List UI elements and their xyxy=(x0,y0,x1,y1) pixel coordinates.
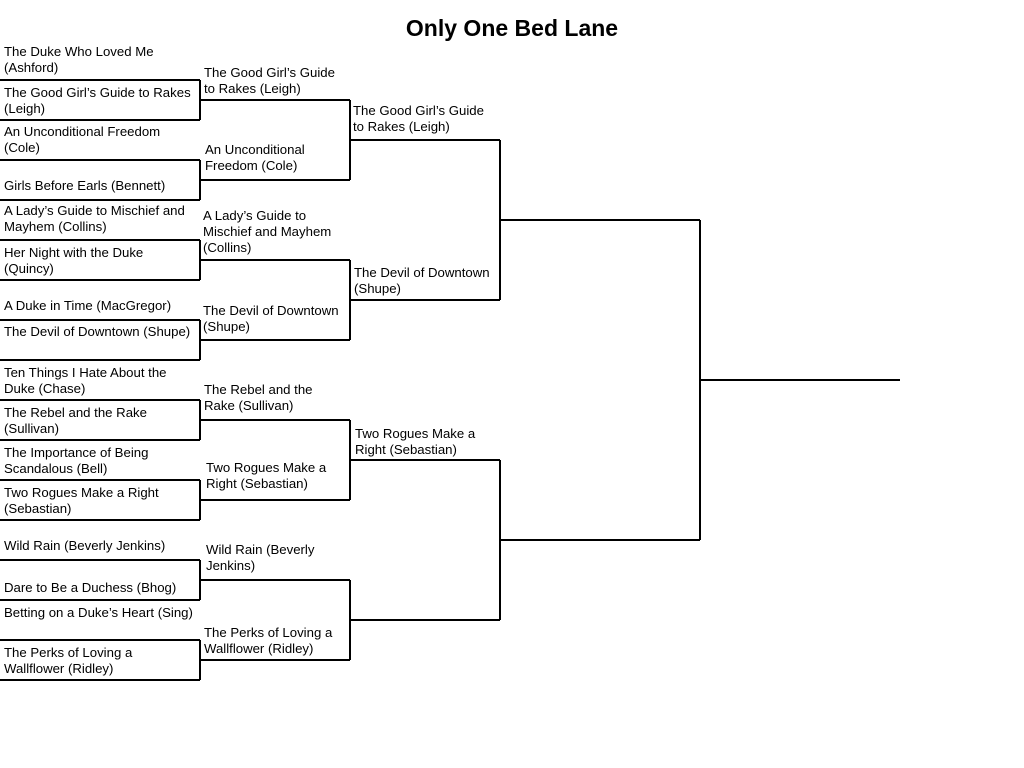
r3-match-2-lines xyxy=(350,459,501,621)
r1-entry-8: The Devil of Downtown (Shupe) xyxy=(4,324,191,339)
r1-entry-4: Girls Before Earls (Bennett) xyxy=(4,178,166,193)
r1-entry-9: Ten Things I Hate About the Duke (Chase) xyxy=(4,365,167,396)
r2-entry-4: The Devil of Downtown (Shupe) xyxy=(203,303,339,334)
r1-entry-2: The Good Girl’s Guide to Rakes (Leigh) xyxy=(4,85,191,116)
r1-entry-3: An Unconditional Freedom (Cole) xyxy=(4,124,161,155)
r4-match-lines xyxy=(500,219,701,541)
r2-entry-1: The Good Girl’s Guide to Rakes (Leigh) xyxy=(204,65,335,96)
r1-entry-15: Betting on a Duke’s Heart (Sing) xyxy=(4,605,193,620)
r1-entry-10: The Rebel and the Rake (Sullivan) xyxy=(4,405,147,436)
r1-entry-5: A Lady’s Guide to Mischief and Mayhem (C… xyxy=(4,203,185,234)
r1-entry-14: Dare to Be a Duchess (Bhog) xyxy=(4,580,177,595)
r1-entry-11: The Importance of Being Scandalous (Bell… xyxy=(4,445,149,476)
r2-entry-6: Two Rogues Make a Right (Sebastian) xyxy=(206,460,327,491)
r1-entry-12: Two Rogues Make a Right (Sebastian) xyxy=(4,485,159,516)
r3-entry-1: The Good Girl’s Guide to Rakes (Leigh) xyxy=(353,103,484,134)
r1-entry-16: The Perks of Loving a Wallflower (Ridley… xyxy=(4,645,133,676)
r2-entry-7: Wild Rain (Beverly Jenkins) xyxy=(206,542,315,573)
r3-entry-2: The Devil of Downtown (Shupe) xyxy=(354,265,490,296)
r1-entry-6: Her Night with the Duke (Quincy) xyxy=(4,245,144,276)
bracket-title: Only One Bed Lane xyxy=(405,15,619,41)
r2-entry-2: An Unconditional Freedom (Cole) xyxy=(205,142,305,173)
r1-entry-1: The Duke Who Loved Me (Ashford) xyxy=(4,44,154,75)
r2-entry-8: The Perks of Loving a Wallflower (Ridley… xyxy=(204,625,333,656)
r1-entry-7: A Duke in Time (MacGregor) xyxy=(4,298,172,313)
r2-entry-3: A Lady’s Guide to Mischief and Mayhem (C… xyxy=(203,208,332,255)
r2-entry-5: The Rebel and the Rake (Sullivan) xyxy=(204,382,313,413)
r1-entry-13: Wild Rain (Beverly Jenkins) xyxy=(4,538,166,553)
r3-entry-3: Two Rogues Make a Right (Sebastian) xyxy=(355,426,476,457)
